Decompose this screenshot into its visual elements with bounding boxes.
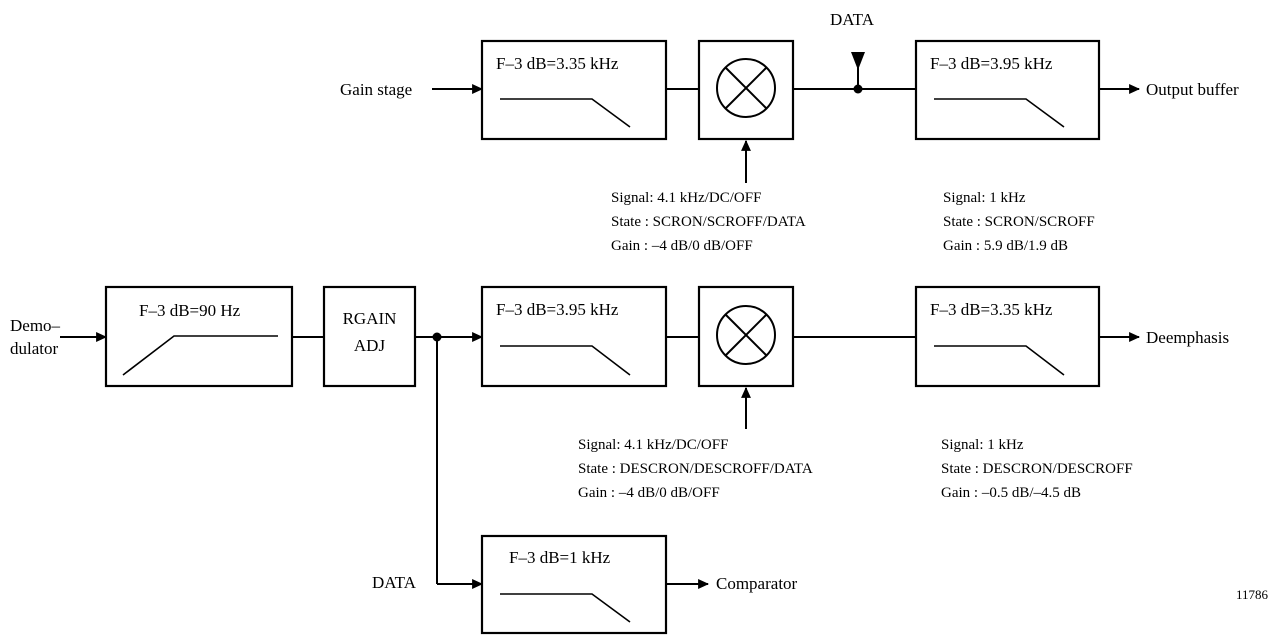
rgain-box (322, 285, 417, 388)
note-state: State : DESCRON/DESCROFF (941, 461, 1133, 477)
lowpass-response-icon (934, 345, 1065, 376)
bottom-chain: Demo– dulator F–3 dB=90 Hz RGAIN ADJ F–3… (10, 285, 1229, 501)
data-filter-label: F–3 dB=1 kHz (509, 548, 611, 567)
top-data-arrow (851, 52, 865, 70)
top-mixer (697, 39, 795, 141)
lowpass-filter-1khz: F–3 dB=1 kHz (480, 534, 668, 635)
note-state: State : DESCRON/DESCROFF/DATA (578, 461, 813, 477)
top-filter-3-95khz: F–3 dB=3.95 kHz (914, 39, 1101, 141)
mixer-icon (716, 305, 776, 365)
note-signal: Signal: 4.1 kHz/DC/OFF (611, 190, 761, 206)
note-signal: Signal: 1 kHz (941, 437, 1024, 453)
demodulator-label-line2: dulator (10, 339, 58, 358)
bottom-filter2-label: F–3 dB=3.35 kHz (930, 300, 1053, 319)
top-filter2-box (914, 39, 1101, 141)
rgain-label-line1: RGAIN (343, 309, 397, 328)
junction-dot (853, 84, 863, 94)
lowpass-response-icon (500, 98, 631, 128)
bottom-filter2-note: Signal: 1 kHz State : DESCRON/DESCROFF G… (941, 437, 1133, 501)
comparator-label: Comparator (716, 574, 798, 593)
output-buffer-label: Output buffer (1146, 80, 1239, 99)
note-gain: Gain : –0.5 dB/–4.5 dB (941, 485, 1081, 501)
note-gain: Gain : –4 dB/0 dB/OFF (611, 238, 753, 254)
note-state: State : SCRON/SCROFF/DATA (611, 214, 806, 230)
mixer-cross-line (724, 313, 768, 357)
note-gain: Gain : –4 dB/0 dB/OFF (578, 485, 720, 501)
bottom-filter-3-95khz: F–3 dB=3.95 kHz (480, 285, 668, 388)
demodulator-label-line1: Demo– (10, 316, 61, 335)
note-gain: Gain : 5.9 dB/1.9 dB (943, 238, 1068, 254)
bottom-filter-3-35khz: F–3 dB=3.35 kHz (914, 285, 1101, 388)
lowpass-response-icon (500, 345, 631, 376)
top-filter2-note: Signal: 1 kHz State : SCRON/SCROFF Gain … (943, 190, 1095, 254)
mixer-cross-line (724, 66, 768, 110)
highpass-filter-90hz: F–3 dB=90 Hz (104, 285, 294, 388)
bottom-filter1-label: F–3 dB=3.95 kHz (496, 300, 619, 319)
figure-id: 11786 (1236, 587, 1269, 602)
lowpass-response-icon (934, 98, 1065, 128)
data-branch-label: DATA (372, 573, 417, 592)
data-branch: DATA F–3 dB=1 kHz Comparator (372, 337, 798, 635)
lowpass-response-icon (500, 593, 631, 623)
deemphasis-label: Deemphasis (1146, 328, 1229, 347)
top-filter-3-35khz: F–3 dB=3.35 kHz (480, 39, 668, 141)
mixer-icon (716, 58, 776, 118)
note-state: State : SCRON/SCROFF (943, 214, 1095, 230)
top-data-label: DATA (830, 10, 875, 29)
top-mixer-box (697, 39, 795, 141)
top-chain: Gain stage F–3 dB=3.35 kHz DATA F–3 dB=3… (340, 10, 1239, 254)
gain-stage-label: Gain stage (340, 80, 412, 99)
rgain-adj-block: RGAIN ADJ (322, 285, 417, 388)
hpf-label: F–3 dB=90 Hz (139, 301, 241, 320)
note-signal: Signal: 4.1 kHz/DC/OFF (578, 437, 728, 453)
highpass-response-icon (122, 335, 278, 376)
top-filter1-label: F–3 dB=3.35 kHz (496, 54, 619, 73)
bottom-mixer-note: Signal: 4.1 kHz/DC/OFF State : DESCRON/D… (578, 437, 813, 501)
note-signal: Signal: 1 kHz (943, 190, 1026, 206)
data-filter-box (480, 534, 668, 635)
top-mixer-note: Signal: 4.1 kHz/DC/OFF State : SCRON/SCR… (611, 190, 806, 254)
top-filter2-label: F–3 dB=3.95 kHz (930, 54, 1053, 73)
bottom-mixer (697, 285, 795, 388)
rgain-label-line2: ADJ (354, 336, 386, 355)
bottom-mixer-box (697, 285, 795, 388)
